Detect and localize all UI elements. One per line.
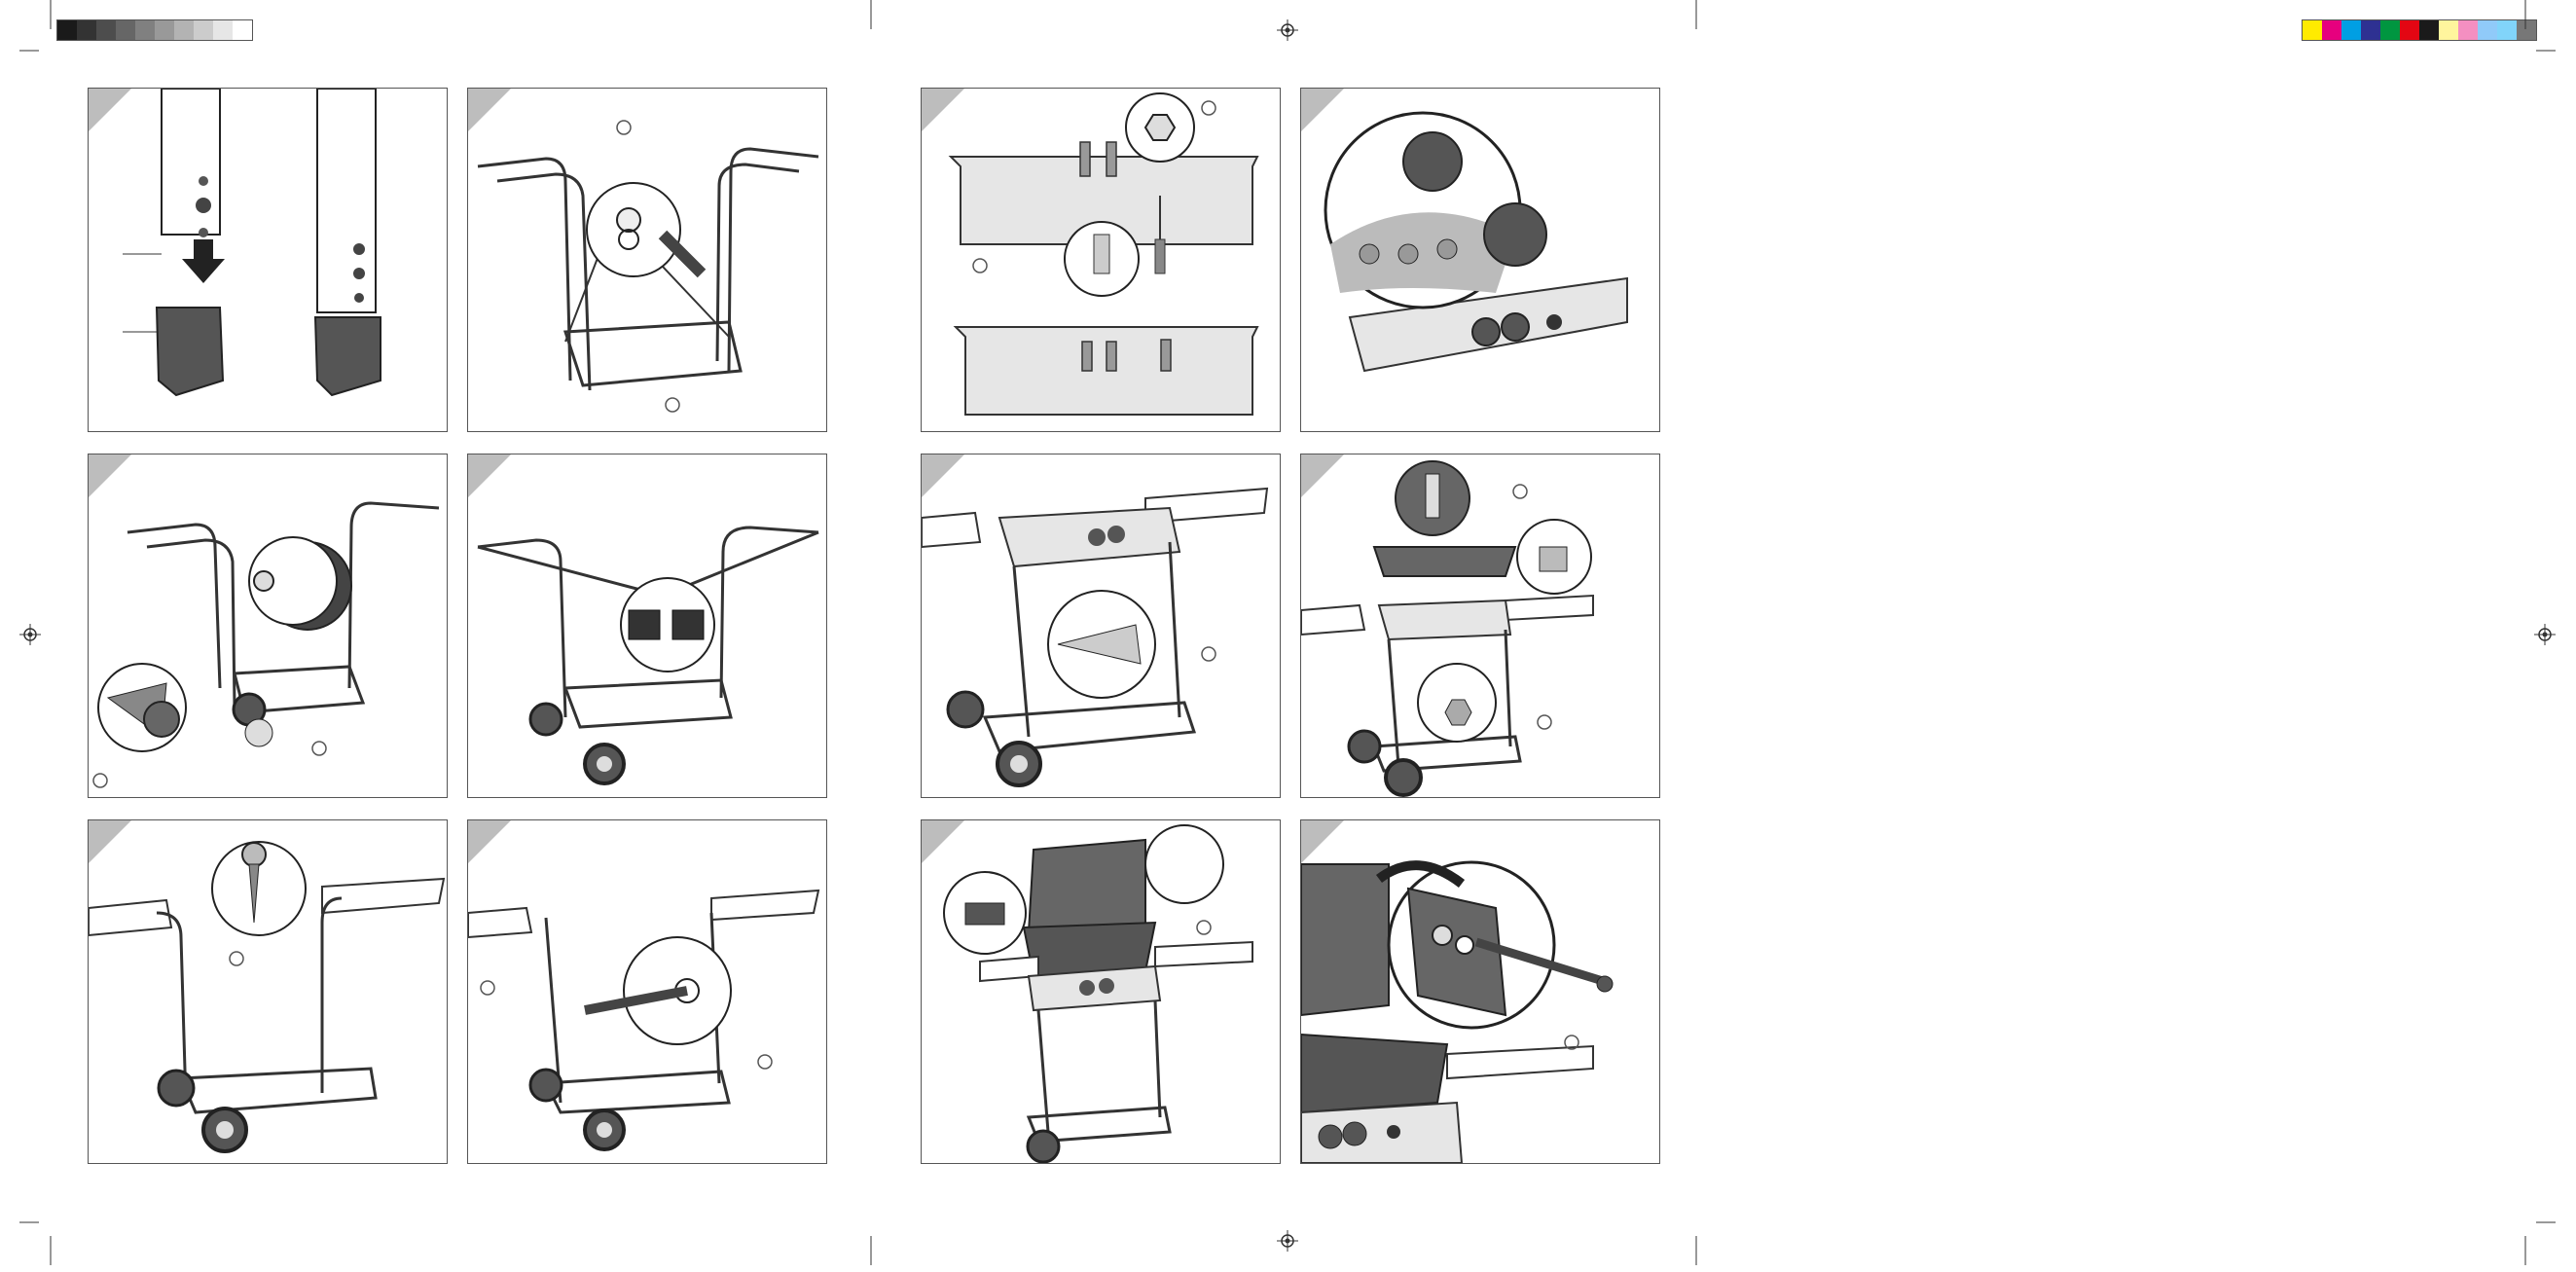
grayscale-swatch (194, 20, 213, 40)
grayscale-swatch (57, 20, 77, 40)
step-8-panel (1300, 454, 1660, 798)
step-6-panel (467, 454, 827, 798)
step-11-panel (921, 819, 1281, 1164)
grayscale-swatch (233, 20, 252, 40)
color-swatch (2478, 20, 2497, 40)
step-12-illustration (1301, 860, 1614, 1163)
registration-mark-bottom (1277, 1230, 1298, 1252)
step-11-illustration (943, 824, 1253, 1163)
step-corner-tab (922, 820, 964, 863)
step-corner-tab (1301, 820, 1344, 863)
step-5-illustration (92, 501, 440, 788)
color-swatch (2380, 20, 2400, 40)
step-corner-tab (1301, 89, 1344, 131)
step-corner-tab (89, 454, 131, 497)
step-1-illustration (123, 89, 381, 397)
step-3-panel (921, 88, 1281, 432)
step-12-panel (1300, 819, 1660, 1164)
step-10-illustration (468, 889, 820, 1151)
color-swatch (2303, 20, 2322, 40)
color-swatch (2497, 20, 2517, 40)
color-swatch (2322, 20, 2341, 40)
color-swatch (2419, 20, 2439, 40)
step-6-illustration (477, 526, 819, 785)
step-corner-tab (468, 820, 511, 863)
step-9-illustration (89, 841, 446, 1153)
step-corner-tab (922, 89, 964, 131)
step-9-panel (88, 819, 448, 1164)
step-corner-tab (468, 89, 511, 131)
color-swatch (2517, 20, 2536, 40)
color-swatch (2361, 20, 2380, 40)
step-2-illustration (477, 120, 819, 413)
grayscale-swatch (77, 20, 96, 40)
grayscale-swatch (96, 20, 116, 40)
step-4-illustration (1324, 111, 1628, 373)
step-8-illustration (1301, 460, 1594, 797)
grayscale-swatch (135, 20, 155, 40)
step-corner-tab (922, 454, 964, 497)
color-calibration-bar (2302, 19, 2537, 41)
step-corner-tab (468, 454, 511, 497)
step-1-panel (88, 88, 448, 432)
step-7-illustration (922, 487, 1269, 787)
step-corner-tab (89, 89, 131, 131)
step-3-illustration (948, 92, 1259, 416)
step-corner-tab (1301, 454, 1344, 497)
color-swatch (2439, 20, 2458, 40)
step-10-panel (467, 819, 827, 1164)
step-5-panel (88, 454, 448, 798)
registration-mark-right (2534, 624, 2556, 645)
color-swatch (2400, 20, 2419, 40)
grayscale-swatch (155, 20, 174, 40)
color-swatch (2341, 20, 2361, 40)
color-swatch (2458, 20, 2478, 40)
registration-mark-left (19, 624, 41, 645)
step-7-panel (921, 454, 1281, 798)
grayscale-swatch (174, 20, 194, 40)
grayscale-calibration-bar (56, 19, 253, 41)
grayscale-swatch (116, 20, 135, 40)
grayscale-swatch (213, 20, 233, 40)
step-4-panel (1300, 88, 1660, 432)
step-corner-tab (89, 820, 131, 863)
registration-mark-top (1277, 19, 1298, 41)
step-2-panel (467, 88, 827, 432)
